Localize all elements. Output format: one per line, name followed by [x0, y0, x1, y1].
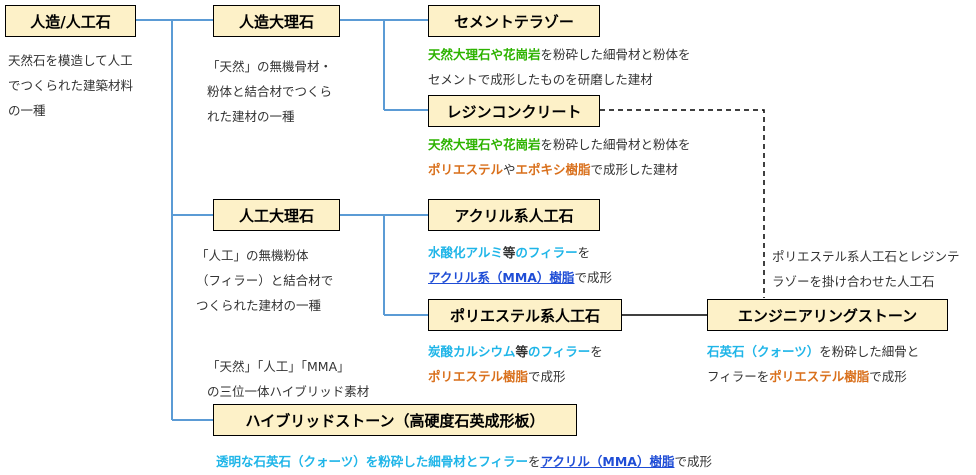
note-line: 「人工」の無機粉体 [196, 248, 309, 263]
desc-engineered-stone: 石英石（クォーツ）を粉砕した細骨と フィラーをポリエステル樹脂で成形 [707, 339, 919, 389]
note-hybrid-intro: 「天然」「人工」「MMA」 の三位一体ハイブリッド素材 [207, 354, 369, 404]
desc-line: ポリエステルやエポキシ樹脂で成形した建材 [428, 157, 691, 182]
note-line: の三位一体ハイブリッド素材 [207, 384, 370, 399]
box-artificial-stone: 人造/人工石 [5, 5, 136, 37]
desc-text: フィラーを [707, 369, 770, 384]
desc-line: フィラーをポリエステル樹脂で成形 [707, 364, 919, 389]
desc-line: ポリエステル樹脂で成形 [428, 364, 603, 389]
box-polyester-stone: ポリエステル系人工石 [428, 299, 622, 331]
box-artificial-marble: 人造大理石 [213, 5, 340, 37]
desc-text-bold: 等 [515, 344, 529, 359]
desc-line: 炭酸カルシウム等のフィラーを [428, 339, 603, 364]
desc-text: を粉砕した細骨材と粉体を [540, 47, 691, 62]
note-line: 粉体と結合材でつくら [207, 84, 333, 99]
desc-text: を [528, 454, 541, 469]
note-line: れた建材の一種 [207, 109, 295, 124]
desc-text: を [577, 245, 591, 260]
box-acrylic-stone: アクリル系人工石 [428, 199, 600, 231]
highlight-polyester-resin: ポリエステル樹脂 [428, 369, 529, 384]
highlight-polyester: ポリエステル [428, 162, 504, 177]
highlight-quartz-filler: 透明な石英石（クォーツ）を粉砕した細骨材とフィラー [216, 454, 529, 469]
box-resin-concrete: レジンコンクリート [428, 95, 600, 127]
box-hybrid-stone: ハイブリッドストーン（高硬度石英成形板） [213, 404, 577, 436]
note-synthetic-marble: 「人工」の無機粉体 （フィラー）と結合材で つくられた建材の一種 [196, 243, 333, 318]
desc-text: で成形 [674, 454, 712, 469]
desc-polyester-stone: 炭酸カルシウム等のフィラーを ポリエステル樹脂で成形 [428, 339, 603, 389]
desc-line: セメントで成形したものを研磨した建材 [428, 72, 653, 87]
highlight-natural-stone: 天然大理石や花崗岩 [428, 47, 541, 62]
note-line: ラゾーを掛け合わせた人工石 [772, 274, 935, 289]
highlight-acrylic-resin: アクリル（MMA）樹脂 [540, 454, 675, 469]
highlight-filler: のフィラー [528, 344, 591, 359]
highlight-filler: のフィラー [515, 245, 578, 260]
box-cement-terrazzo: セメントテラゾー [428, 5, 600, 37]
highlight-calcium-carbonate: 炭酸カルシウム [428, 344, 516, 359]
desc-acrylic-stone: 水酸化アルミ等のフィラーを アクリル系（MMA）樹脂で成形 [428, 240, 612, 290]
highlight-natural-stone: 天然大理石や花崗岩 [428, 137, 541, 152]
note-line: 天然石を模造して人工 [8, 53, 133, 68]
note-line: 「天然」「人工」「MMA」 [207, 359, 350, 374]
note-line: ポリエステル系人工石とレジンテ [772, 249, 960, 264]
desc-text: を粉砕した細骨材と粉体を [540, 137, 691, 152]
note-line: （フィラー）と結合材で [196, 273, 334, 288]
highlight-quartz: 石英石（クォーツ） [707, 344, 820, 359]
desc-line: 透明な石英石（クォーツ）を粉砕した細骨材とフィラーをアクリル（MMA）樹脂で成形 [216, 449, 712, 474]
desc-text-bold: 等 [502, 245, 516, 260]
box-synthetic-marble: 人工大理石 [213, 199, 340, 231]
highlight-aluminum-hydroxide: 水酸化アルミ [428, 245, 503, 260]
note-engineered-relation: ポリエステル系人工石とレジンテ ラゾーを掛け合わせた人工石 [772, 244, 960, 294]
box-engineered-stone: エンジニアリングストーン [707, 299, 948, 331]
desc-line: アクリル系（MMA）樹脂で成形 [428, 265, 612, 290]
desc-text: を粉砕した細骨と [819, 344, 920, 359]
desc-text: で成形 [574, 270, 612, 285]
highlight-epoxy-resin: エポキシ樹脂 [515, 162, 591, 177]
desc-line: 水酸化アルミ等のフィラーを [428, 240, 612, 265]
desc-line: 石英石（クォーツ）を粉砕した細骨と [707, 339, 919, 364]
desc-line: 天然大理石や花崗岩を粉砕した細骨材と粉体を [428, 132, 691, 157]
desc-text: で成形した建材 [590, 162, 679, 177]
desc-text: や [503, 162, 516, 177]
desc-text: を [590, 344, 603, 359]
desc-hybrid-stone: 透明な石英石（クォーツ）を粉砕した細骨材とフィラーをアクリル（MMA）樹脂で成形 [216, 449, 712, 474]
note-line: 「天然」の無機骨材・ [207, 59, 333, 74]
highlight-acrylic-resin: アクリル系（MMA）樹脂 [428, 270, 575, 285]
desc-resin-concrete: 天然大理石や花崗岩を粉砕した細骨材と粉体を ポリエステルやエポキシ樹脂で成形した… [428, 132, 691, 182]
connector-resin-to-engineered-dashed [600, 109, 765, 298]
highlight-polyester-resin: ポリエステル樹脂 [769, 369, 870, 384]
note-line: つくられた建材の一種 [196, 298, 322, 313]
note-artificial-stone: 天然石を模造して人工 でつくられた建築材料 の一種 [8, 48, 133, 123]
desc-text: で成形 [528, 369, 566, 384]
desc-line: 天然大理石や花崗岩を粉砕した細骨材と粉体を [428, 42, 691, 67]
desc-text: で成形 [869, 369, 907, 384]
note-line: の一種 [8, 103, 46, 118]
note-line: でつくられた建築材料 [8, 78, 134, 93]
note-artificial-marble: 「天然」の無機骨材・ 粉体と結合材でつくら れた建材の一種 [207, 54, 332, 129]
desc-cement-terrazzo: 天然大理石や花崗岩を粉砕した細骨材と粉体を セメントで成形したものを研磨した建材 [428, 42, 691, 92]
